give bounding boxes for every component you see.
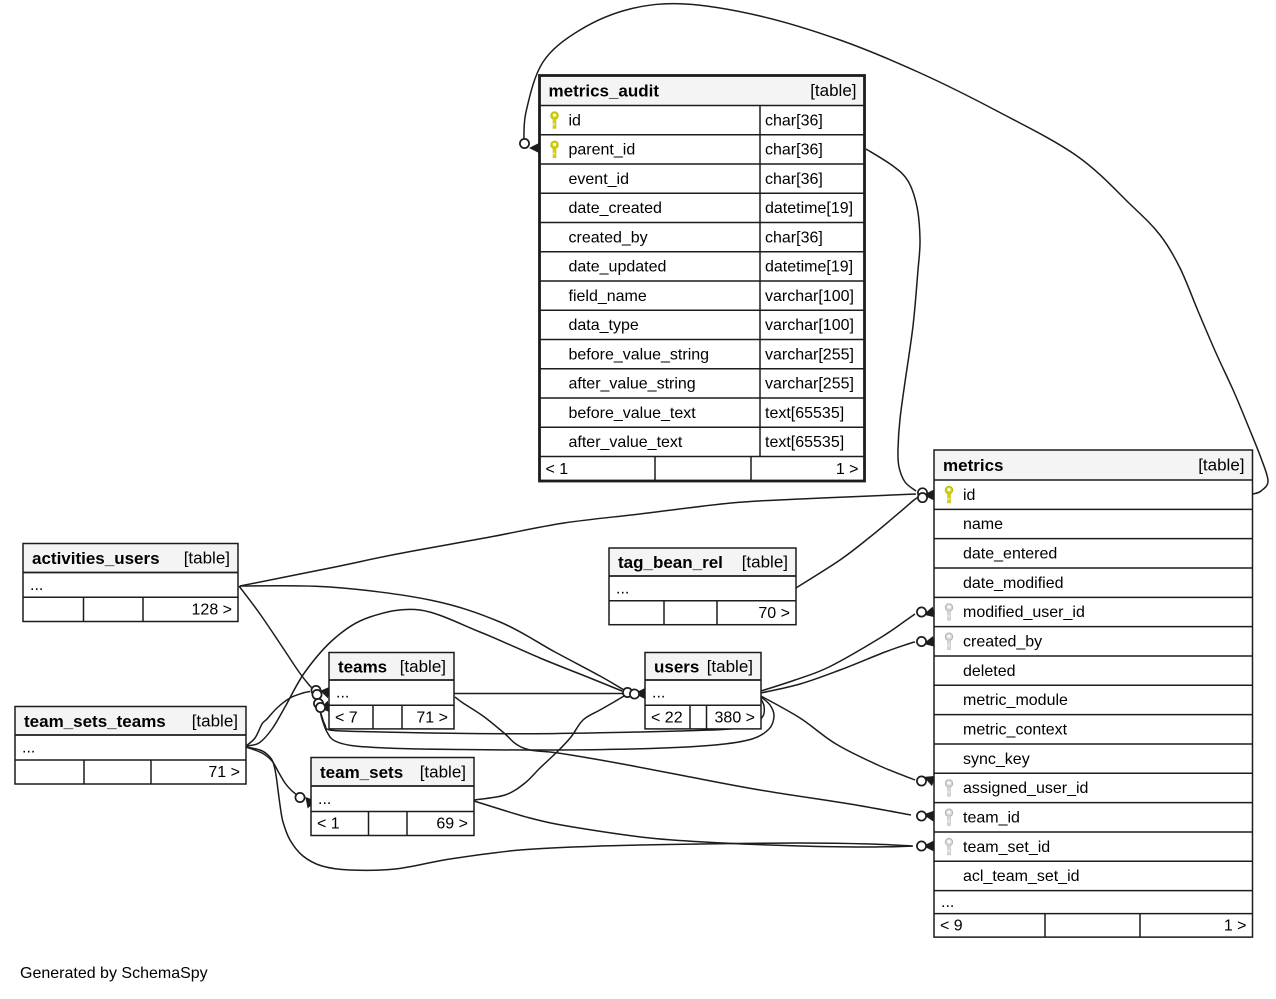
- svg-text:id: id: [569, 112, 581, 129]
- svg-text:datetime[19]: datetime[19]: [765, 200, 853, 217]
- svg-text:users: users: [654, 657, 699, 676]
- svg-text:after_value_text: after_value_text: [569, 434, 683, 451]
- svg-text:char[36]: char[36]: [765, 229, 823, 246]
- svg-text:128 >: 128 >: [192, 602, 232, 619]
- svg-text:[table]: [table]: [707, 657, 753, 676]
- svg-text:text[65535]: text[65535]: [765, 405, 844, 422]
- svg-text:varchar[255]: varchar[255]: [765, 376, 854, 393]
- svg-text:char[36]: char[36]: [765, 142, 823, 159]
- svg-text:71 >: 71 >: [416, 709, 448, 726]
- svg-text:1 >: 1 >: [836, 461, 859, 478]
- svg-text:...: ...: [336, 685, 349, 702]
- svg-text:Generated by SchemaSpy: Generated by SchemaSpy: [20, 965, 208, 982]
- svg-text:data_type: data_type: [569, 317, 639, 334]
- svg-text:...: ...: [941, 894, 954, 911]
- svg-text:created_by: created_by: [963, 634, 1042, 651]
- svg-text:date_entered: date_entered: [963, 546, 1057, 563]
- svg-text:...: ...: [22, 740, 35, 757]
- svg-text:71 >: 71 >: [208, 764, 240, 781]
- svg-text:team_id: team_id: [963, 809, 1020, 826]
- svg-text:< 1: < 1: [317, 816, 340, 833]
- svg-text:metrics: metrics: [943, 456, 1003, 475]
- svg-text:70 >: 70 >: [758, 605, 790, 622]
- svg-text:[table]: [table]: [420, 762, 466, 781]
- svg-text:[table]: [table]: [810, 81, 856, 100]
- svg-text:< 9: < 9: [940, 918, 963, 935]
- svg-text:< 7: < 7: [335, 709, 358, 726]
- svg-text:[table]: [table]: [742, 553, 788, 572]
- svg-text:name: name: [963, 516, 1003, 533]
- svg-text:varchar[100]: varchar[100]: [765, 317, 854, 334]
- svg-text:varchar[255]: varchar[255]: [765, 346, 854, 363]
- svg-text:acl_team_set_id: acl_team_set_id: [963, 868, 1080, 885]
- svg-text:text[65535]: text[65535]: [765, 434, 844, 451]
- svg-text:[table]: [table]: [184, 549, 230, 568]
- svg-text:date_updated: date_updated: [569, 259, 667, 276]
- svg-text:deleted: deleted: [963, 663, 1016, 680]
- svg-text:char[36]: char[36]: [765, 112, 823, 129]
- svg-text:team_sets_teams: team_sets_teams: [24, 712, 166, 731]
- svg-text:sync_key: sync_key: [963, 751, 1030, 768]
- svg-text:event_id: event_id: [569, 171, 630, 188]
- svg-text:1 >: 1 >: [1224, 918, 1247, 935]
- svg-text:team_set_id: team_set_id: [963, 839, 1050, 856]
- svg-text:[table]: [table]: [1198, 456, 1244, 475]
- svg-text:id: id: [963, 487, 975, 504]
- svg-text:datetime[19]: datetime[19]: [765, 259, 853, 276]
- svg-text:field_name: field_name: [569, 288, 647, 305]
- svg-text:activities_users: activities_users: [32, 549, 160, 568]
- svg-text:varchar[100]: varchar[100]: [765, 288, 854, 305]
- svg-text:modified_user_id: modified_user_id: [963, 604, 1085, 621]
- svg-text:tag_bean_rel: tag_bean_rel: [618, 553, 723, 572]
- svg-text:< 1: < 1: [546, 461, 569, 478]
- svg-text:[table]: [table]: [400, 657, 446, 676]
- svg-text:metrics_audit: metrics_audit: [549, 82, 660, 101]
- svg-text:...: ...: [652, 685, 665, 702]
- svg-text:created_by: created_by: [569, 229, 648, 246]
- svg-text:...: ...: [616, 580, 629, 597]
- svg-text:[table]: [table]: [192, 711, 238, 730]
- svg-text:...: ...: [318, 791, 331, 808]
- svg-text:< 22: < 22: [651, 709, 683, 726]
- svg-text:after_value_string: after_value_string: [569, 376, 696, 393]
- svg-text:69 >: 69 >: [436, 816, 468, 833]
- svg-text:parent_id: parent_id: [569, 142, 636, 159]
- svg-text:metric_module: metric_module: [963, 692, 1068, 709]
- svg-text:before_value_string: before_value_string: [569, 346, 710, 363]
- svg-text:char[36]: char[36]: [765, 171, 823, 188]
- svg-text:date_created: date_created: [569, 200, 662, 217]
- svg-text:before_value_text: before_value_text: [569, 405, 697, 422]
- svg-text:assigned_user_id: assigned_user_id: [963, 780, 1088, 797]
- svg-text:date_modified: date_modified: [963, 575, 1064, 592]
- svg-text:...: ...: [30, 577, 43, 594]
- svg-text:metric_context: metric_context: [963, 722, 1068, 739]
- svg-text:380 >: 380 >: [715, 709, 755, 726]
- svg-text:team_sets: team_sets: [320, 763, 403, 782]
- svg-text:teams: teams: [338, 657, 387, 676]
